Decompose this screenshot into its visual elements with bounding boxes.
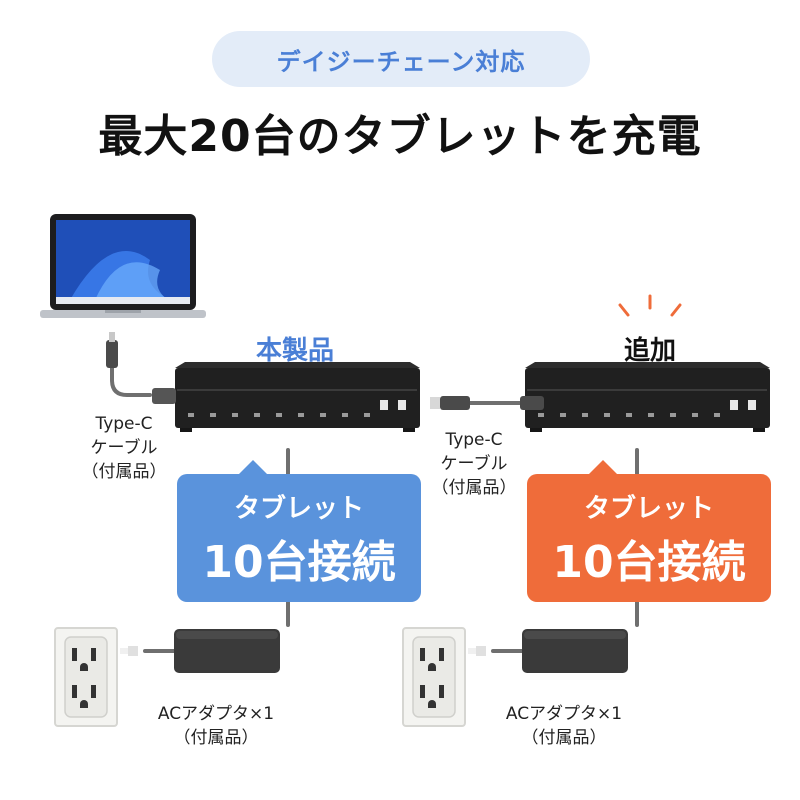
callout-added-line1: タブレット — [583, 494, 714, 524]
hub-main-device — [152, 362, 420, 432]
daisy-chain-badge: デイジーチェーン対応 — [212, 31, 590, 87]
cable-label-middle-line1: Type-C — [445, 430, 503, 450]
callout-main-tablets: タブレット 10台接続 — [177, 460, 421, 602]
hub-main-ports — [188, 413, 370, 417]
ac-adapter-2-plug — [468, 646, 486, 656]
ac-adapter-1 — [174, 629, 280, 673]
cable-label-middle-line3: （付属品） — [431, 478, 517, 498]
callout-added-line2: 10台接続 — [552, 537, 746, 588]
wall-outlet-1-icon — [54, 627, 118, 727]
adapter-label-left: ACアダプタ×1 （付属品） — [126, 702, 306, 750]
ac-adapter-2 — [522, 629, 628, 673]
adapter-label-left-line2: （付属品） — [173, 728, 259, 748]
wall-outlet-2-icon — [402, 627, 466, 727]
laptop-cable — [110, 366, 152, 397]
hub-added-ports — [538, 413, 720, 417]
headline: 最大20台のタブレットを充電 — [98, 111, 702, 162]
laptop-usb-c-plug — [106, 332, 118, 368]
callout-main-line1: タブレット — [233, 494, 364, 524]
daisy-chain-plugs — [430, 396, 544, 410]
cable-label-left-line3: （付属品） — [81, 462, 167, 482]
adapter-label-right-line2: （付属品） — [521, 728, 607, 748]
added-unit-title: 追加 — [623, 336, 676, 366]
adapter-label-right-line1: ACアダプタ×1 — [505, 704, 623, 724]
highlight-burst-icon — [618, 294, 682, 317]
cables — [110, 366, 639, 653]
cable-label-left-line1: Type-C — [95, 414, 153, 434]
cable-label-left-line2: ケーブル — [90, 438, 158, 458]
callout-added-tablets: タブレット 10台接続 — [527, 460, 771, 602]
adapter-label-right: ACアダプタ×1 （付属品） — [474, 702, 654, 750]
adapter-label-left-line1: ACアダプタ×1 — [157, 704, 275, 724]
ac-adapter-1-plug — [120, 646, 138, 656]
cable-label-middle-line2: ケーブル — [440, 454, 508, 474]
cable-label-middle: Type-C ケーブル （付属品） — [418, 428, 530, 500]
main-unit-title: 本製品 — [255, 336, 334, 366]
laptop-icon — [40, 214, 206, 318]
hub-added-device — [525, 362, 770, 432]
cable-label-left: Type-C ケーブル （付属品） — [68, 412, 180, 484]
callout-main-line2: 10台接続 — [202, 537, 396, 588]
